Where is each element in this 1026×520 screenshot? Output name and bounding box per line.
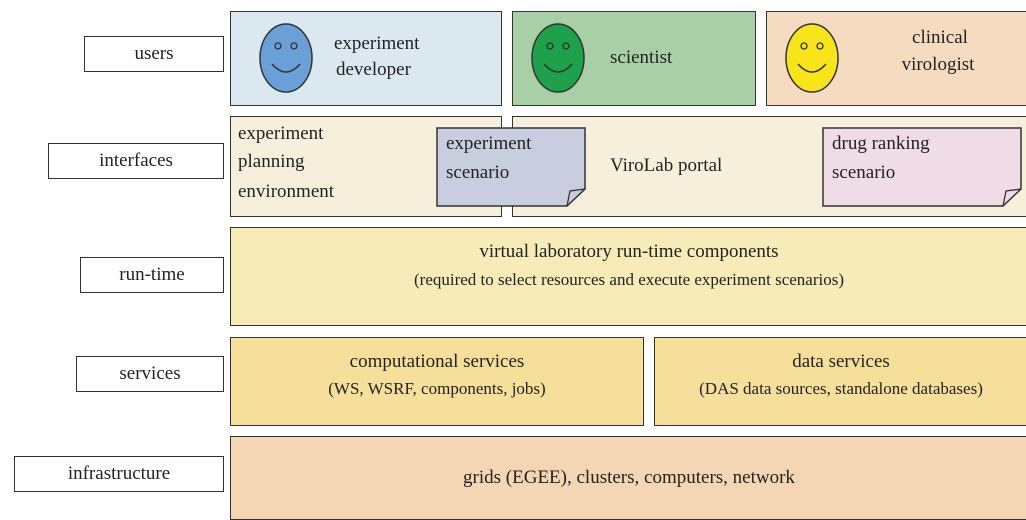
layer-label-interfaces: interfaces	[48, 143, 224, 179]
layer-label-services: services	[76, 356, 224, 392]
drug-ranking-line2: scenario	[832, 162, 896, 183]
data-services-title: data services	[792, 351, 890, 372]
user-label-developer-line2: developer	[336, 59, 411, 80]
infrastructure-text: grids (EGEE), clusters, computers, netwo…	[463, 467, 795, 488]
experiment-scenario-line1: experiment	[446, 133, 532, 154]
layer-label-users: users	[84, 36, 224, 72]
drug-ranking-line1: drug ranking	[832, 133, 930, 154]
user-label-virologist-line2: virologist	[901, 54, 975, 75]
user-label-scientist: scientist	[610, 47, 673, 68]
planning-label-line3: environment	[238, 181, 335, 202]
planning-label-line1: experiment	[238, 123, 324, 144]
yellow-smiley-face-icon	[785, 23, 839, 93]
drug-ranking-scenario-note: drug ranking scenario	[822, 127, 1022, 207]
layer-label-runtime: run-time	[80, 257, 224, 293]
blue-smiley-face-icon	[259, 23, 313, 93]
green-smiley-face-icon	[531, 23, 585, 93]
computational-services-subtitle: (WS, WSRF, components, jobs)	[328, 379, 546, 398]
note-shape-icon	[822, 127, 1022, 207]
user-label-virologist-line1: clinical	[912, 27, 968, 48]
computational-services-box	[230, 337, 644, 426]
planning-label-line2: planning	[238, 151, 305, 172]
runtime-components-box	[230, 227, 1026, 326]
layer-label-infrastructure: infrastructure	[14, 456, 224, 492]
experiment-scenario-note: experiment scenario	[436, 127, 586, 207]
runtime-subtitle: (required to select resources and execut…	[414, 270, 844, 289]
data-services-box	[654, 337, 1026, 426]
experiment-scenario-line2: scenario	[446, 162, 510, 183]
user-label-developer-line1: experiment	[334, 33, 420, 54]
computational-services-title: computational services	[349, 351, 525, 372]
runtime-title: virtual laboratory run-time components	[479, 241, 779, 262]
note-shape-icon	[436, 127, 586, 207]
virolab-portal-label: ViroLab portal	[610, 155, 723, 176]
data-services-subtitle: (DAS data sources, standalone databases)	[699, 379, 983, 398]
